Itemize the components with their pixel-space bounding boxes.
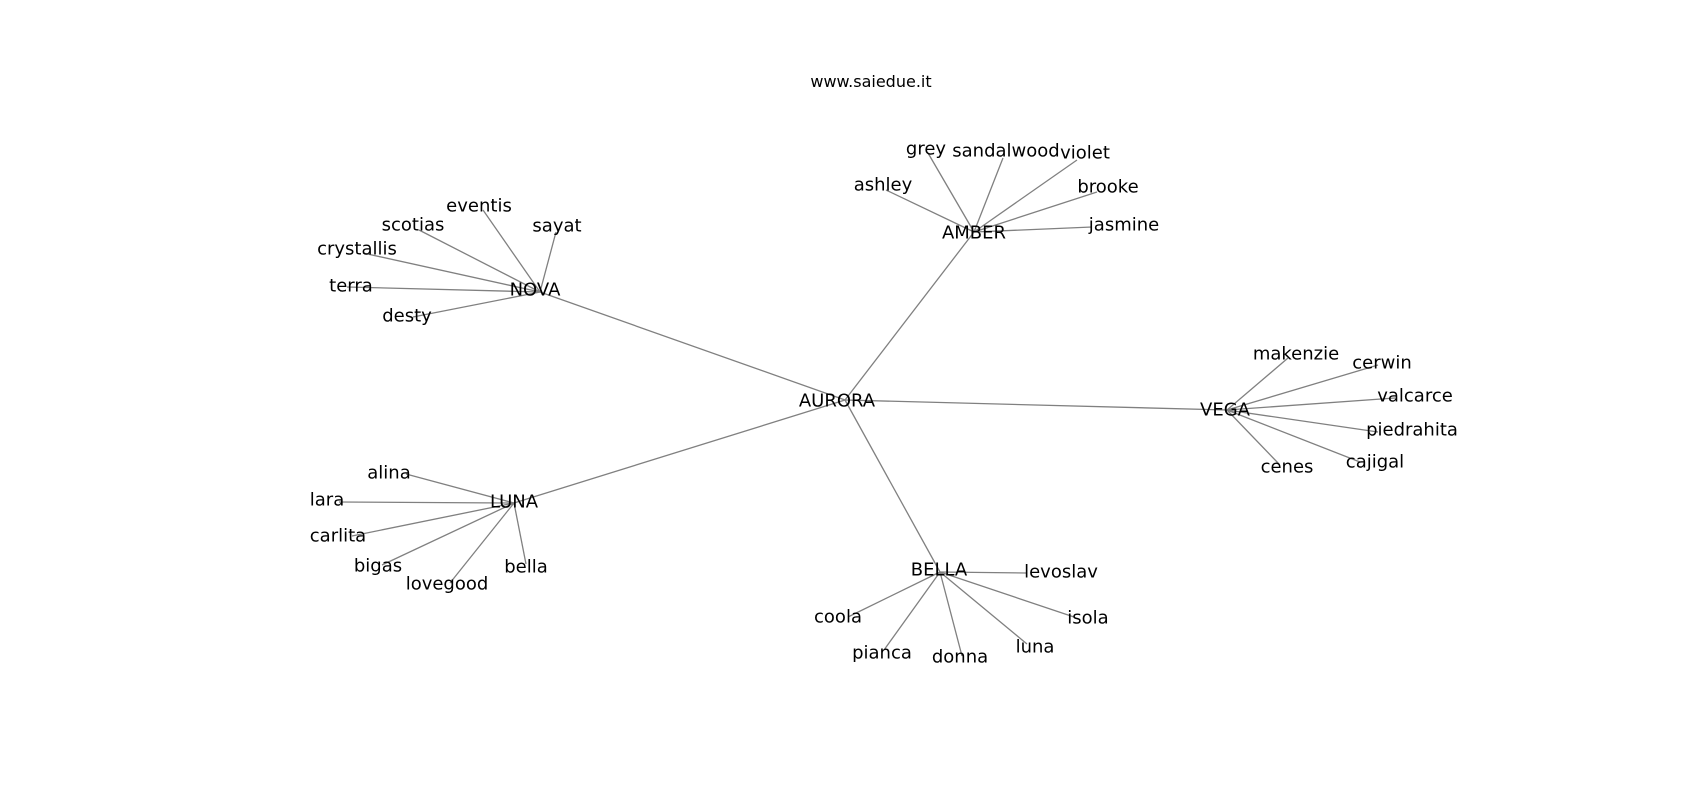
edge-aurora-bella xyxy=(844,399,941,573)
hub-node-vega: VEGA xyxy=(1200,400,1251,421)
edge-nova-sayat xyxy=(539,231,557,293)
leaf-node-alina: alina xyxy=(367,463,410,484)
leaf-node-desty: desty xyxy=(382,306,432,327)
leaf-node-lovegood: lovegood xyxy=(406,574,489,595)
edge-bella-coola xyxy=(847,571,941,618)
hub-node-amber: AMBER xyxy=(942,223,1006,244)
edge-amber-sandalwood xyxy=(973,157,1004,233)
edges-layer xyxy=(338,152,1396,657)
edge-nova-scotias xyxy=(418,229,541,293)
edge-bella-donna xyxy=(939,571,963,657)
edge-vega-cerwin xyxy=(1226,364,1379,411)
edge-vega-cenes xyxy=(1226,409,1280,465)
leaf-node-valcarce: valcarce xyxy=(1377,386,1453,407)
hub-node-luna: LUNA xyxy=(490,492,539,513)
site-title: www.saiedue.it xyxy=(810,72,932,91)
edge-vega-makenzie xyxy=(1226,357,1289,411)
leaf-node-sayat: sayat xyxy=(532,216,581,237)
leaf-node-lara: lara xyxy=(310,490,344,511)
edge-nova-crystallis xyxy=(362,252,541,293)
edge-vega-valcarce xyxy=(1226,397,1396,411)
edge-bella-levoslav xyxy=(939,571,1027,574)
leaf-node-cerwin: cerwin xyxy=(1352,353,1412,374)
edge-amber-jasmine xyxy=(973,226,1093,233)
root-node-label: AURORA xyxy=(799,391,876,412)
leaf-node-coola: coola xyxy=(814,607,862,628)
leaf-node-brooke: brooke xyxy=(1077,177,1138,198)
edge-amber-violet xyxy=(973,159,1078,233)
leaf-node-levoslav: levoslav xyxy=(1024,562,1098,583)
edge-amber-grey xyxy=(927,152,975,233)
edge-luna-alina xyxy=(405,473,515,504)
edge-amber-ashley xyxy=(885,189,975,233)
leaf-node-crystallis: crystallis xyxy=(317,239,397,260)
hub-node-nova: NOVA xyxy=(510,280,561,301)
leaf-node-scotias: scotias xyxy=(382,215,445,236)
edge-aurora-luna xyxy=(513,399,846,504)
labels-layer: AURORA NOVA eventis sayat scotias crystallis t… xyxy=(310,139,1458,668)
edge-luna-bigas xyxy=(381,502,515,566)
edge-nova-eventis xyxy=(482,209,541,293)
leaf-node-terra: terra xyxy=(329,276,373,297)
leaf-node-pianca: pianca xyxy=(852,643,912,664)
leaf-node-bigas: bigas xyxy=(354,556,402,577)
leaf-node-sandalwood: sandalwood xyxy=(952,141,1059,162)
edge-aurora-vega xyxy=(844,399,1228,411)
leaf-node-makenzie: makenzie xyxy=(1253,344,1339,365)
edge-bella-pianca xyxy=(883,571,941,651)
edge-luna-carlita xyxy=(351,502,515,537)
edge-bella-luna xyxy=(939,571,1028,645)
edge-aurora-amber xyxy=(844,231,975,401)
leaf-node-cenes: cenes xyxy=(1261,457,1314,478)
leaf-node-luna: luna xyxy=(1016,637,1055,658)
leaf-node-isola: isola xyxy=(1067,608,1108,629)
edge-nova-terra xyxy=(346,286,541,293)
leaf-node-jasmine: jasmine xyxy=(1088,215,1159,236)
edge-luna-bella xyxy=(513,502,527,565)
leaf-node-carlita: carlita xyxy=(310,526,366,547)
leaf-node-ashley: ashley xyxy=(854,175,913,196)
leaf-node-grey: grey xyxy=(906,139,947,160)
edge-vega-cajigal xyxy=(1226,409,1361,463)
leaf-node-bella: bella xyxy=(504,557,548,578)
edge-luna-lara xyxy=(338,501,515,504)
hub-node-bella: BELLA xyxy=(911,560,968,581)
leaf-node-cajigal: cajigal xyxy=(1346,452,1404,473)
edge-vega-piedrahita xyxy=(1226,409,1379,433)
edge-bella-isola xyxy=(939,571,1075,618)
leaf-node-violet: violet xyxy=(1060,143,1110,164)
leaf-node-donna: donna xyxy=(932,647,988,668)
leaf-node-piedrahita: piedrahita xyxy=(1366,420,1458,441)
leaf-node-eventis: eventis xyxy=(446,196,512,217)
edge-amber-brooke xyxy=(973,191,1098,233)
edge-luna-lovegood xyxy=(449,502,515,584)
edge-aurora-nova xyxy=(539,291,846,401)
edge-nova-desty xyxy=(412,291,541,318)
